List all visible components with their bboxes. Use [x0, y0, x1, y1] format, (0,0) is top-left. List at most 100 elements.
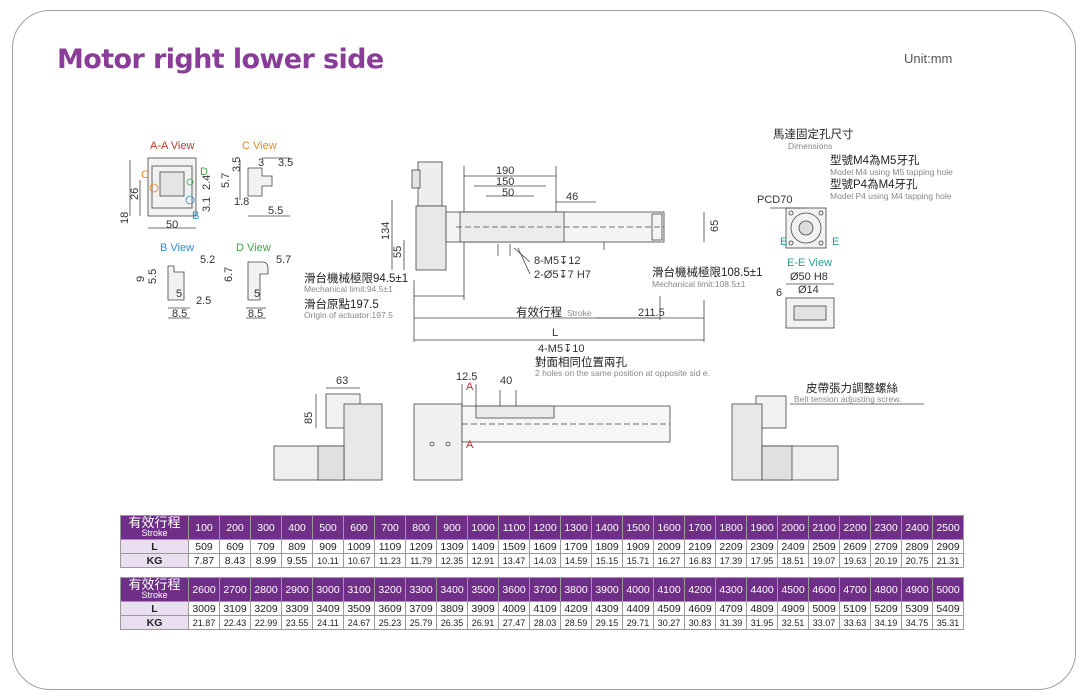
length-cell: 4809	[746, 601, 778, 616]
stroke-zh: 有效行程	[516, 305, 562, 319]
d-view-label: D View	[236, 242, 271, 254]
stroke-cell: 2300	[870, 515, 902, 540]
stroke-cell: 2400	[901, 515, 933, 540]
weight-cell: 20.75	[901, 553, 933, 568]
weight-cell: 11.79	[405, 553, 437, 568]
marker-a-bottom: A	[466, 439, 474, 451]
motor-holes-zh: 馬達固定孔尺寸	[773, 127, 854, 141]
content-card	[12, 10, 1076, 690]
stroke-cell: 800	[405, 515, 437, 540]
stroke-cell: 4000	[622, 577, 654, 602]
dim-e-phi14: Ø14	[798, 284, 819, 296]
weight-cell: 21.31	[932, 553, 964, 568]
bottom-right-view-drawing	[731, 395, 924, 481]
weight-cell: 35.31	[932, 615, 964, 630]
page-title: Motor right lower side	[57, 44, 384, 75]
dim-aa-26: 26	[129, 188, 141, 200]
weight-cell: 9.55	[281, 553, 313, 568]
ee-view-label: E-E View	[787, 257, 832, 269]
length-cell: 1709	[560, 539, 592, 554]
weight-cell: 27.47	[498, 615, 530, 630]
dim-e-phi50: Ø50 H8	[790, 271, 828, 283]
length-cell: 3609	[374, 601, 406, 616]
dim-main-211-5: 211.5	[638, 307, 665, 319]
length-cell: 3809	[436, 601, 468, 616]
ee-view-drawing	[785, 283, 835, 329]
dim-d-5: 5	[254, 288, 260, 300]
dim-main-46: 46	[566, 191, 578, 203]
length-cell: 1509	[498, 539, 530, 554]
dim-b-2-5: 2.5	[196, 295, 211, 307]
length-cell: 1209	[405, 539, 437, 554]
weight-cell: 12.91	[467, 553, 499, 568]
dim-bottom-40: 40	[500, 375, 512, 387]
m4-note-zh: 型號M4為M5牙孔	[830, 153, 920, 167]
weight-cell: 31.95	[746, 615, 778, 630]
length-cell: 2809	[901, 539, 933, 554]
length-cell: 4109	[529, 601, 561, 616]
marker-c: C	[141, 169, 149, 181]
weight-cell: 19.07	[808, 553, 840, 568]
stroke-cell: 4300	[715, 577, 747, 602]
mech-limit-right-zh: 滑台機械極限108.5±1	[652, 265, 763, 279]
d-view-drawing	[246, 261, 269, 319]
length-cell: 4009	[498, 601, 530, 616]
length-cell: 5309	[901, 601, 933, 616]
length-cell: 4309	[591, 601, 623, 616]
bottom-left-view-drawing	[273, 387, 383, 481]
length-cell: 2009	[653, 539, 685, 554]
stroke-cell: 2600	[188, 577, 220, 602]
marker-b: B	[192, 210, 199, 222]
stroke-cell: 1400	[591, 515, 623, 540]
hole-callout-pin: 2-Ø5↧7 H7	[534, 269, 591, 281]
bottom-front-view-drawing	[413, 384, 671, 481]
length-cell: 1409	[467, 539, 499, 554]
c-view-drawing	[239, 157, 290, 217]
weight-cell: 17.39	[715, 553, 747, 568]
stroke-en: Stroke	[567, 308, 592, 318]
stroke-cell: 2900	[281, 577, 313, 602]
stroke-cell: 3600	[498, 577, 530, 602]
belt-tension-en: Belt tension adjusting screw.	[794, 394, 901, 404]
dim-main-134: 134	[380, 222, 392, 240]
mech-limit-right-en: Mechanical limit:108.5±1	[652, 279, 746, 289]
main-top-view-drawing	[391, 161, 705, 342]
weight-cell: 16.27	[653, 553, 685, 568]
length-cell: 2609	[839, 539, 871, 554]
dim-c-5-7: 5.7	[220, 173, 232, 188]
length-cell: 2109	[684, 539, 716, 554]
dim-aa-18: 18	[119, 212, 131, 224]
length-cell: 1909	[622, 539, 654, 554]
length-cell: 1609	[529, 539, 561, 554]
weight-cell: 29.71	[622, 615, 654, 630]
dim-main-55: 55	[392, 246, 404, 258]
dim-b-5-5: 5.5	[147, 269, 159, 284]
stroke-cell: 1600	[653, 515, 685, 540]
weight-cell: 28.03	[529, 615, 561, 630]
dim-c-5-5: 5.5	[268, 205, 283, 217]
length-cell: 909	[312, 539, 344, 554]
length-cell: 4209	[560, 601, 592, 616]
hole-callout-m5-10: 4-M5↧10	[538, 343, 585, 355]
stroke-cell: 1200	[529, 515, 561, 540]
weight-cell: 22.43	[219, 615, 251, 630]
dim-c-3-5: 3.5	[278, 157, 293, 169]
dim-bottom-12-5: 12.5	[456, 371, 477, 383]
length-cell: 3509	[343, 601, 375, 616]
dim-e-6: 6	[776, 287, 782, 299]
motor-holes-en: Dimensions	[788, 141, 832, 151]
p4-note-zh: 型號P4為M4牙孔	[830, 177, 918, 191]
weight-cell: 14.03	[529, 553, 561, 568]
weight-cell: 19.63	[839, 553, 871, 568]
dim-pcd70: PCD70	[757, 194, 792, 206]
weight-cell: 29.15	[591, 615, 623, 630]
length-cell: 3309	[281, 601, 313, 616]
dim-c-3-1: 3.1	[201, 197, 213, 212]
dim-d-6-7: 6.7	[223, 267, 235, 282]
stroke-cell: 4200	[684, 577, 716, 602]
length-cell: 1309	[436, 539, 468, 554]
